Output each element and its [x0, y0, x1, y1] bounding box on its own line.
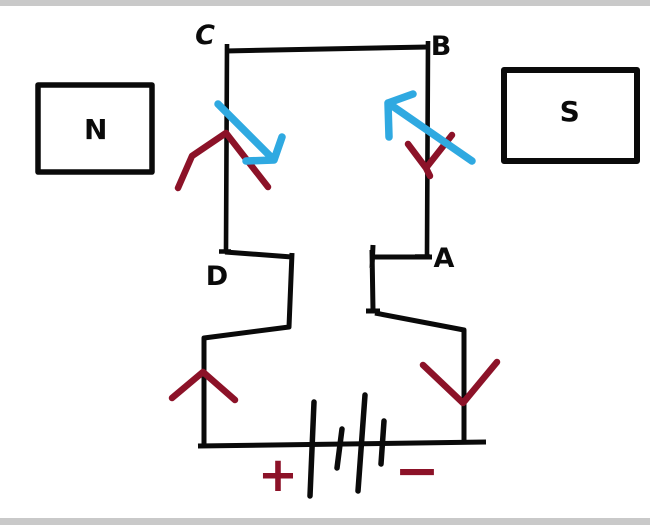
corner-label-d: D	[206, 261, 228, 292]
magnet-n-box	[35, 82, 155, 175]
top-frame-bar	[0, 0, 650, 6]
force-arrow-left-down-right	[214, 100, 286, 165]
coil-top-wire-cb	[224, 44, 429, 54]
left-commutator-wire	[201, 249, 295, 447]
current-arrow-down-bottom-right	[419, 358, 501, 407]
right-commutator-wire	[366, 244, 467, 443]
corner-label-a: A	[434, 243, 455, 274]
magnet-s-box	[501, 67, 640, 164]
magnet-s-label: S	[560, 95, 581, 128]
corner-label-b: B	[431, 31, 452, 62]
battery-positive-sign: +	[258, 447, 298, 503]
battery-negative-sign: −	[394, 439, 439, 502]
bottom-frame-bar	[0, 518, 650, 525]
force-arrow-right-up-left	[384, 90, 476, 165]
corner-label-c: C	[195, 20, 215, 51]
battery-cell-strokes	[307, 392, 387, 499]
current-arrow-up-bottom-left	[168, 368, 239, 404]
magnet-n-label: N	[84, 113, 108, 146]
